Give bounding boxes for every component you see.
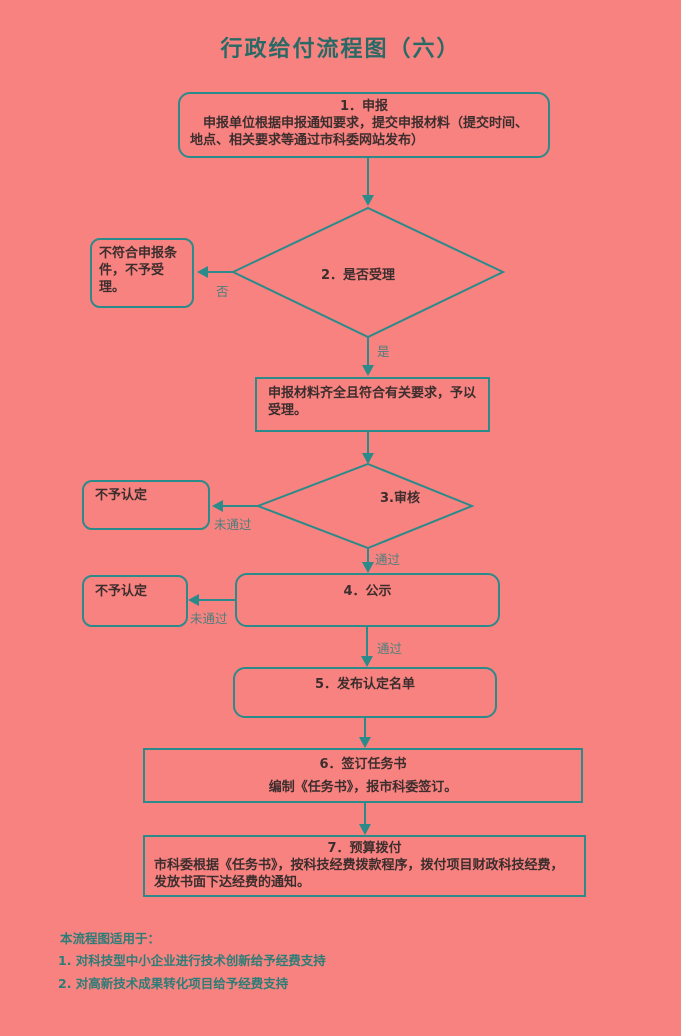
edge-label-yes: 是 [377,344,390,359]
arrowhead-step5 [361,656,373,667]
reject-2-label: 不符合申报条件，不予受理。 [99,246,178,295]
decision-3-shape [255,462,475,550]
step-7-title: 7．预算拨付 [327,841,402,856]
step-4-label: 4．公示 [343,584,392,599]
step-1-declare-box: 1．申报 申报单位根据申报通知要求，提交申报材料（提交时间、地点、相关要求等通过… [178,92,550,158]
decision-2-label: 2．是否受理 [320,268,396,283]
step-6-body: 编制《任务书》，报市科委签订。 [268,780,458,795]
reject-4-box: 不予认定 [82,575,188,627]
arrowhead-decision2 [362,195,374,206]
step-5-announce-box: 5．发布认定名单 [233,667,497,718]
edge-label-pass-publicity: 通过 [377,641,403,656]
step-6-title: 6．签订任务书 [319,757,407,772]
arrowhead-accept [362,365,374,376]
step-1-title: 1．申报 [339,99,389,114]
page-title: 行政给付流程图（六） [220,37,461,62]
footnote-item-1: 1. 对科技型中小企业进行技术创新给予经费支持 [58,953,326,968]
step-4-publicity-box: 4．公示 [235,573,500,627]
step-1-body: 申报单位根据申报通知要求，提交申报材料（提交时间、地点、相关要求等通过市科委网站… [190,116,529,148]
reject-4-label: 不予认定 [95,584,148,599]
arrowhead-step6 [359,737,371,748]
footnote-item-2: 2. 对高新技术成果转化项目给予经费支持 [58,976,289,991]
decision-3-label: 3.审核 [380,491,420,506]
edge-label-no: 否 [216,284,229,299]
edge-label-fail-publicity: 未通过 [190,611,228,626]
arrowhead-step7 [359,824,371,835]
step-7-body: 市科委根据《任务书》，按科技经费拨款程序，拨付项目财政科技经费，发放书面下达经费… [154,858,564,890]
accept-label: 申报材料齐全且符合有关要求，予以受理。 [268,386,477,418]
arrowhead-decision3 [362,453,374,464]
step-6-contract-box: 6．签订任务书 编制《任务书》，报市科委签订。 [143,748,583,803]
reject-3-box: 不予认定 [82,480,210,530]
arrowhead-reject4 [188,594,199,606]
reject-2-box: 不符合申报条件，不予受理。 [90,238,194,308]
arrowhead-reject2 [197,266,208,278]
arrowhead-step4 [362,562,374,573]
accept-box: 申报材料齐全且符合有关要求，予以受理。 [255,377,490,432]
step-5-label: 5．发布认定名单 [314,677,416,692]
arrowhead-reject3 [212,500,223,512]
edge-label-pass-audit: 通过 [375,552,401,567]
step-7-payment-box: 7．预算拨付 市科委根据《任务书》，按科技经费拨款程序，拨付项目财政科技经费，发… [143,835,586,897]
footnote-intro: 本流程图适用于： [60,931,161,946]
edge-label-fail-audit: 未通过 [214,517,252,532]
reject-3-label: 不予认定 [95,488,148,503]
